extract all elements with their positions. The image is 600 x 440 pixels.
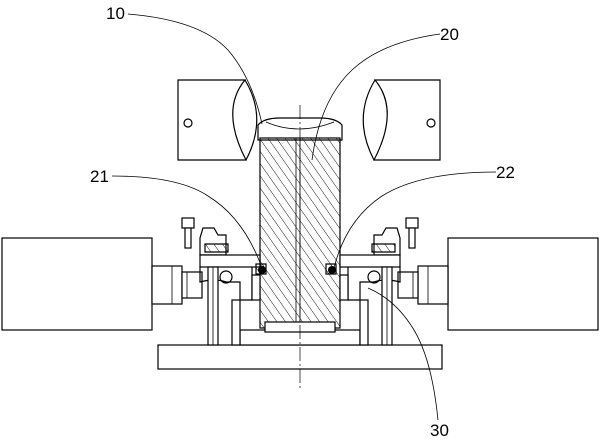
label-30: 30 (430, 421, 449, 440)
right-motor (397, 237, 599, 331)
label-21: 21 (90, 167, 109, 186)
label-20: 20 (440, 25, 459, 44)
label-22: 22 (496, 163, 515, 182)
right-clamp-mechanism (325, 217, 419, 346)
leader-lines (111, 13, 497, 421)
label-10: 10 (106, 4, 125, 23)
upper-left-clamp-block (177, 79, 258, 161)
left-motor (1, 237, 203, 331)
left-clamp-mechanism (181, 217, 267, 346)
upper-right-clamp-block (362, 79, 441, 161)
